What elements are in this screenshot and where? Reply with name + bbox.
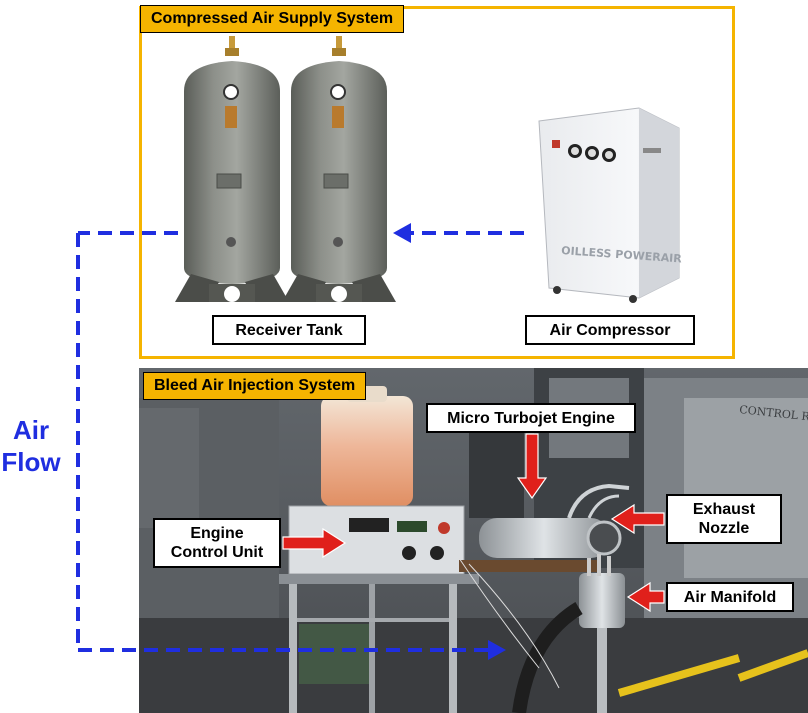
- compressor-to-tank-flow-arrow: [393, 223, 524, 243]
- air-flow-path: [76, 231, 506, 660]
- air-flow-label: Air Flow: [0, 414, 62, 478]
- micro-turbojet-engine-label: Micro Turbojet Engine: [426, 403, 636, 433]
- supply-system-frame: [139, 6, 735, 359]
- engine-control-unit-label-line1: Engine: [190, 525, 244, 542]
- air-manifold-label: Air Manifold: [666, 582, 794, 612]
- air-manifold-pointer-arrow: [626, 581, 665, 613]
- supply-system-title: Compressed Air Supply System: [140, 5, 405, 33]
- micro-turbojet-pointer-arrow: [516, 433, 548, 500]
- supply-equipment-illustration: OILLESS POWERAIR: [175, 36, 683, 303]
- bleed-system-title: Bleed Air Injection System: [143, 372, 367, 400]
- air-compressor: OILLESS POWERAIR: [538, 107, 683, 303]
- engine-control-unit-label: Engine Control Unit: [153, 518, 281, 568]
- air-compressor-label: Air Compressor: [525, 315, 695, 345]
- ecu-pointer-arrow: [282, 527, 347, 559]
- air-flow-label-line2: Flow: [1, 447, 61, 477]
- receiver-tank-1: [175, 36, 289, 302]
- exhaust-nozzle-label-line1: Exhaust: [692, 501, 756, 518]
- exhaust-nozzle-pointer-arrow: [610, 503, 665, 535]
- receiver-tank-label: Receiver Tank: [212, 315, 366, 345]
- air-flow-label-line1: Air: [12, 415, 50, 445]
- exhaust-nozzle-label-line2: Nozzle: [698, 520, 750, 537]
- engine-control-unit-label-line2: Control Unit: [170, 544, 264, 561]
- exhaust-nozzle-label: Exhaust Nozzle: [666, 494, 782, 544]
- receiver-tank-2: [282, 36, 396, 302]
